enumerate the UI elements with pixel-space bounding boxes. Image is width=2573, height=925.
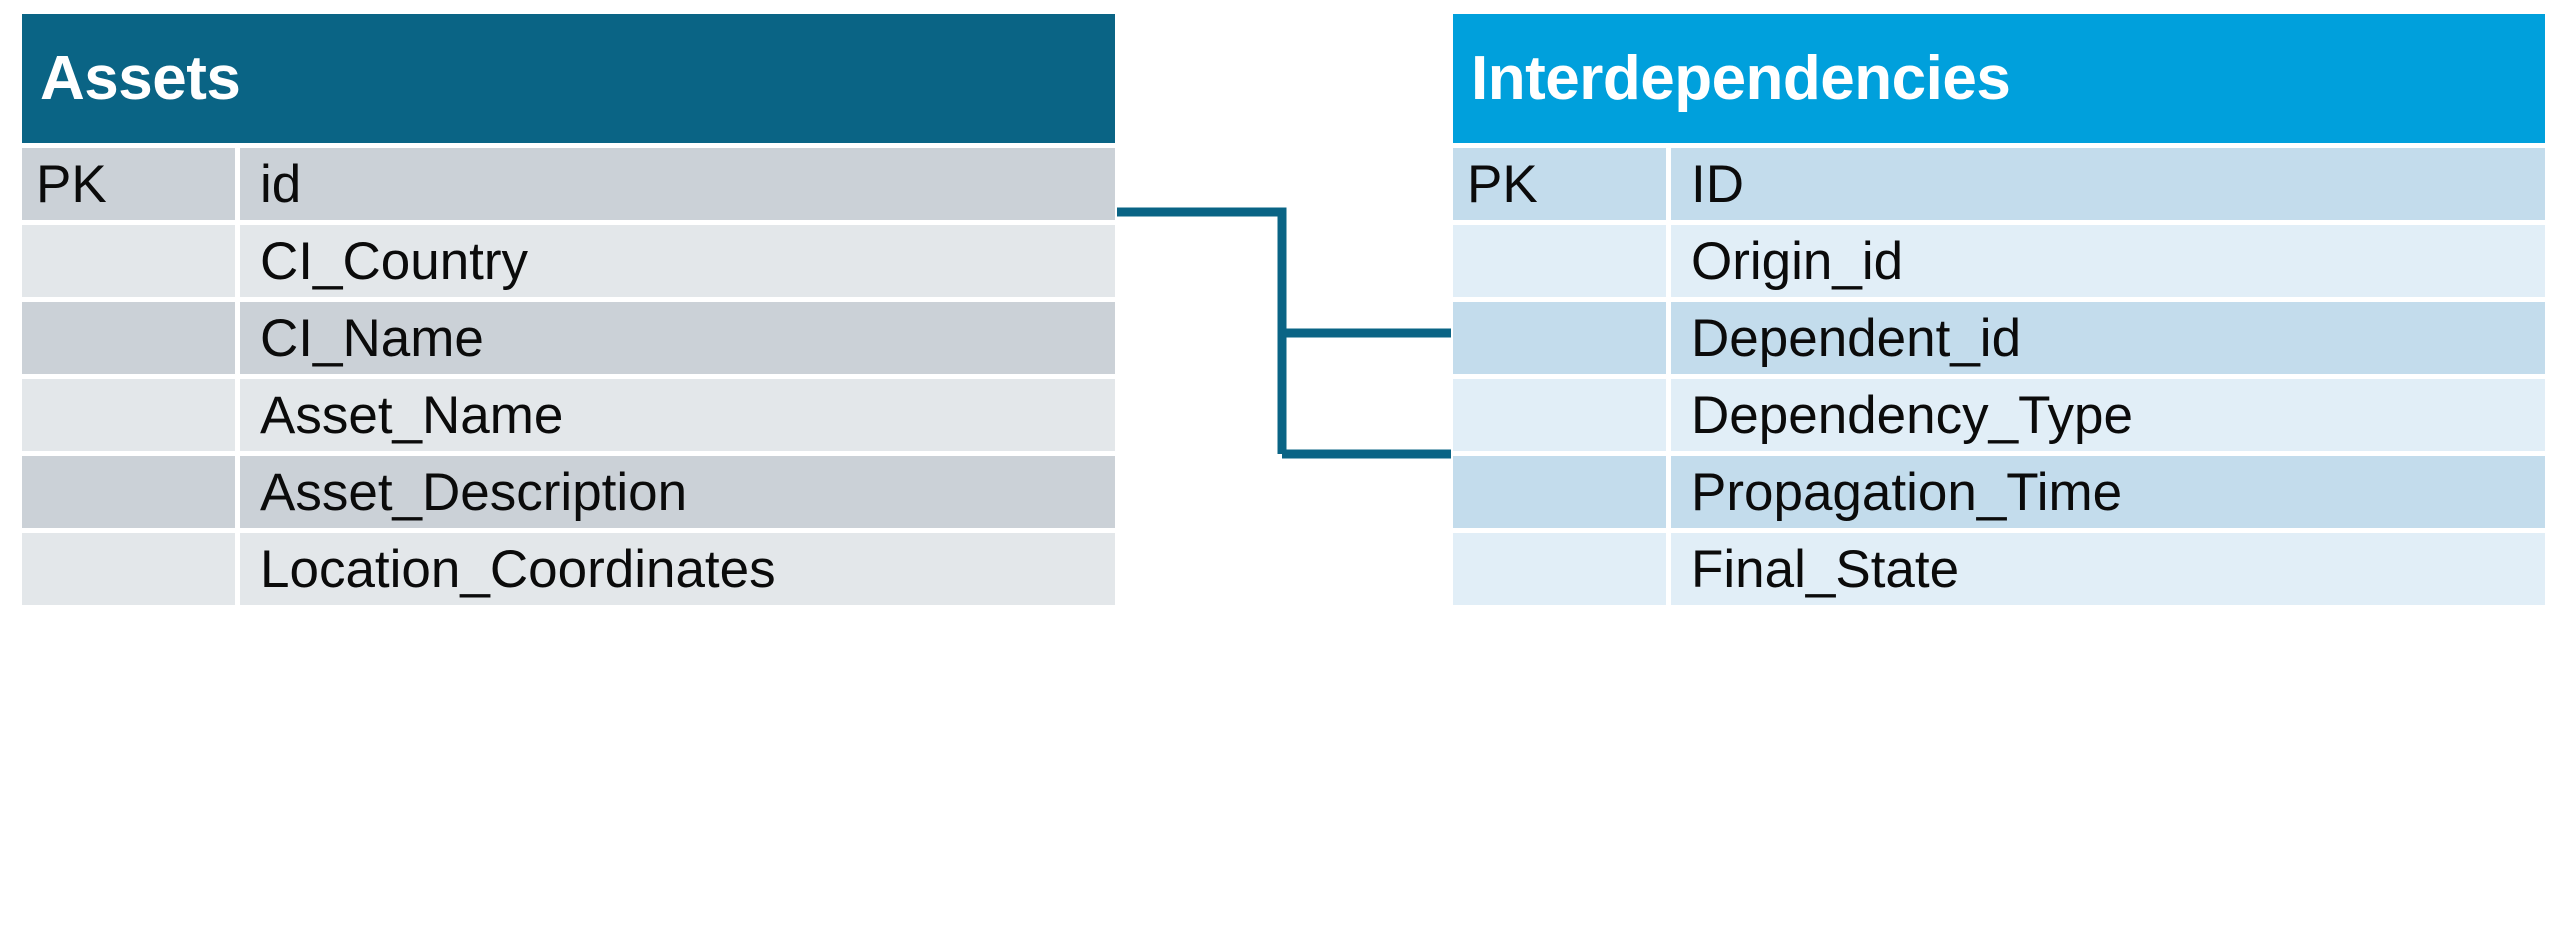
row-attribute-cell: id (240, 148, 1115, 220)
row-attribute-cell: CI_Country (240, 225, 1115, 297)
entity-rows-interdependencies: PK ID Origin_id Dependent_id Dependency_… (1453, 148, 2545, 605)
entity-table-interdependencies[interactable]: Interdependencies PK ID Origin_id Depend… (1453, 14, 2545, 605)
row-key-cell (1453, 456, 1666, 528)
row-attribute-cell: Origin_id (1671, 225, 2545, 297)
row-attribute-cell: Final_State (1671, 533, 2545, 605)
table-row[interactable]: PK id (22, 148, 1115, 220)
row-key-cell: PK (22, 148, 235, 220)
row-attribute-cell: Location_Coordinates (240, 533, 1115, 605)
table-row[interactable]: CI_Country (22, 225, 1115, 297)
row-attribute-cell: CI_Name (240, 302, 1115, 374)
entity-title-interdependencies: Interdependencies (1453, 14, 2545, 143)
row-key-cell (22, 379, 235, 451)
table-row[interactable]: Dependency_Type (1453, 379, 2545, 451)
table-row[interactable]: CI_Name (22, 302, 1115, 374)
table-row[interactable]: Final_State (1453, 533, 2545, 605)
row-attribute-cell: ID (1671, 148, 2545, 220)
row-key-cell (1453, 225, 1666, 297)
row-attribute-cell: Propagation_Time (1671, 456, 2545, 528)
relationship-line-assets-id-trunk (1117, 207, 1287, 454)
table-row[interactable]: Propagation_Time (1453, 456, 2545, 528)
row-key-cell (1453, 379, 1666, 451)
table-row[interactable]: PK ID (1453, 148, 2545, 220)
row-key-cell (1453, 302, 1666, 374)
entity-title-assets: Assets (22, 14, 1115, 143)
row-key-cell (22, 533, 235, 605)
row-key-cell (1453, 533, 1666, 605)
table-row[interactable]: Location_Coordinates (22, 533, 1115, 605)
table-row[interactable]: Origin_id (1453, 225, 2545, 297)
row-attribute-cell: Dependency_Type (1671, 379, 2545, 451)
row-attribute-cell: Asset_Name (240, 379, 1115, 451)
row-key-cell (22, 302, 235, 374)
entity-rows-assets: PK id CI_Country CI_Name Asset_Name Asse… (22, 148, 1115, 605)
table-row[interactable]: Dependent_id (1453, 302, 2545, 374)
entity-table-assets[interactable]: Assets PK id CI_Country CI_Name Asset_Na… (22, 14, 1115, 605)
table-row[interactable]: Asset_Description (22, 456, 1115, 528)
row-attribute-cell: Asset_Description (240, 456, 1115, 528)
row-attribute-cell: Dependent_id (1671, 302, 2545, 374)
row-key-cell: PK (1453, 148, 1666, 220)
row-key-cell (22, 456, 235, 528)
row-key-cell (22, 225, 235, 297)
table-row[interactable]: Asset_Name (22, 379, 1115, 451)
